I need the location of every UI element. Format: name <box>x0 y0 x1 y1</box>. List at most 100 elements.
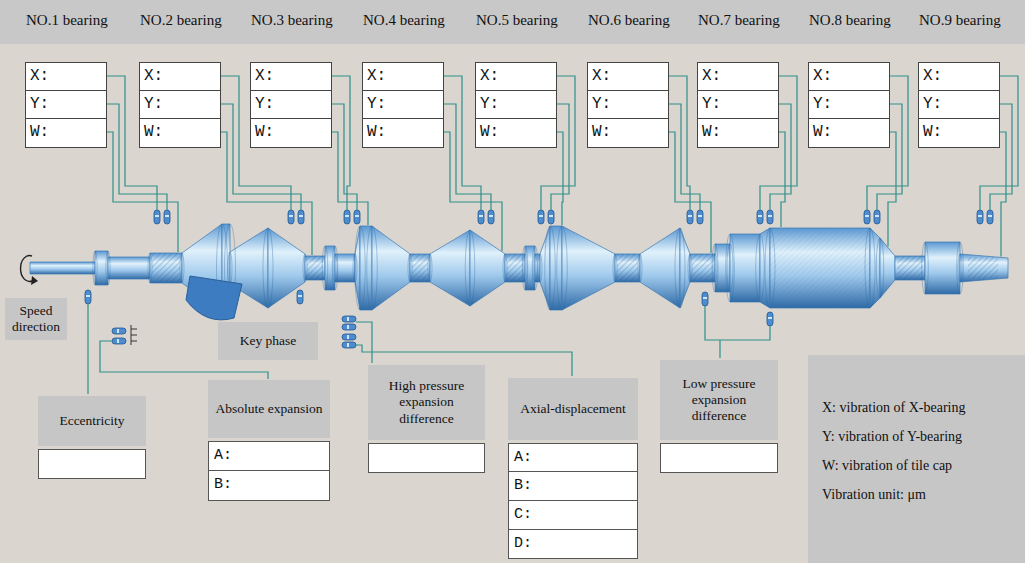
rotor-section <box>562 226 615 310</box>
reading-table: X:Y:W: <box>918 62 1000 148</box>
rotor-section <box>615 254 640 282</box>
bearing-panel: NO.8 bearingX:Y:W: <box>808 5 918 155</box>
journal-hatch <box>897 256 923 280</box>
rotor-face <box>957 242 964 294</box>
measure-group: Absolute expansionA:B: <box>208 380 330 501</box>
leader-line <box>356 322 372 363</box>
reading-label: W: <box>919 119 999 147</box>
rotor-face <box>322 246 328 290</box>
rotor-face <box>538 254 542 282</box>
rotor-section <box>505 254 525 282</box>
value-label: B: <box>214 471 329 499</box>
bearing-panel: NO.7 bearingX:Y:W: <box>697 5 807 155</box>
probe-band <box>347 343 349 347</box>
probe-band <box>549 215 553 217</box>
rotor-section <box>550 226 562 310</box>
group-label: Axial-displacement <box>520 401 626 417</box>
value-cell: B: <box>208 471 330 501</box>
rotor-face <box>465 230 475 306</box>
rotor-face <box>713 254 717 282</box>
value-cell: D: <box>508 530 638 559</box>
rotor-face <box>522 246 528 290</box>
rotor-section <box>470 230 505 306</box>
probe-sensor <box>987 210 993 224</box>
rotor-section <box>325 246 335 290</box>
group-label: Absolute expansion <box>216 401 323 417</box>
reading-label: W: <box>476 119 556 147</box>
rotor-face <box>93 251 97 285</box>
probe-band <box>978 215 982 217</box>
probe-band <box>165 215 169 217</box>
rotor-face <box>545 226 556 310</box>
probe-sensor <box>342 334 356 340</box>
rotor-face <box>180 253 184 283</box>
probe-band <box>489 215 493 217</box>
probe-band <box>347 317 349 321</box>
leader-line <box>221 132 312 255</box>
measure-group: Low pressure expansion difference <box>660 360 778 473</box>
reading-label: X: <box>919 63 999 91</box>
bearing-label: NO.9 bearing <box>918 5 1025 35</box>
reading-label: Y: <box>251 91 331 119</box>
bearing-label: NO.6 bearing <box>587 5 697 35</box>
group-label: Speed direction <box>9 303 63 335</box>
measure-group: High pressure expansion difference <box>368 365 485 473</box>
rotor-section <box>925 242 960 294</box>
value-cell: A: <box>208 441 330 471</box>
rotor-face <box>228 252 232 284</box>
rotor-section <box>30 262 95 274</box>
journal-hatch <box>692 254 713 282</box>
reading-label: Y: <box>919 91 999 119</box>
rotor-section <box>150 253 182 283</box>
probe-sensor <box>112 328 126 334</box>
probe-sensor <box>342 342 356 348</box>
leader-line <box>87 304 88 394</box>
reading-label: Y: <box>140 91 220 119</box>
rotor-section <box>305 256 325 280</box>
empty-cell <box>368 443 485 473</box>
rotor-face <box>333 254 337 282</box>
leader-line <box>669 104 700 210</box>
leader-line <box>669 76 690 210</box>
bearing-label: NO.8 bearing <box>808 5 918 35</box>
rotor-face <box>726 234 735 302</box>
probe-band <box>355 215 359 217</box>
value-label: D: <box>514 530 637 557</box>
probe-sensor <box>354 210 360 224</box>
legend-text: Y: vibration of Y-bearing <box>822 428 1011 445</box>
probe-sensor <box>344 210 350 224</box>
group-label: Low pressure expansion difference <box>664 376 774 425</box>
rotor-section <box>410 254 430 282</box>
journal-hatch <box>412 254 428 282</box>
probe-band <box>865 215 869 217</box>
rotor-face <box>727 244 733 292</box>
probe-sensor <box>697 210 703 224</box>
probe-sensor <box>288 210 294 224</box>
empty-cell <box>38 449 146 479</box>
probe-sensor <box>767 210 773 224</box>
journal-hatch <box>617 254 638 282</box>
rotor-face <box>876 238 884 298</box>
probe-band <box>758 215 762 217</box>
leader-line <box>332 104 357 210</box>
label-box-fill: Speed direction <box>5 298 67 340</box>
rotor-face <box>503 254 507 282</box>
reading-table: X:Y:W: <box>139 62 221 148</box>
probe-sensor <box>297 290 303 304</box>
legend-text: W: vibration of tile cap <box>822 457 1011 474</box>
probe-band <box>875 215 879 217</box>
rotor-face <box>428 254 432 282</box>
probe-band <box>703 297 707 299</box>
cell-stack: A:B: <box>208 441 330 501</box>
bearing-label: NO.1 bearing <box>25 5 135 35</box>
value-label: B: <box>514 472 637 499</box>
probe-band <box>155 215 159 217</box>
reading-label: X: <box>698 63 778 91</box>
reading-label: W: <box>698 119 778 147</box>
value-label: A: <box>214 442 329 470</box>
reading-table: X:Y:W: <box>697 62 779 148</box>
generator-hatch <box>770 228 870 308</box>
probe-sensor <box>298 210 304 224</box>
reading-label: W: <box>588 119 668 147</box>
